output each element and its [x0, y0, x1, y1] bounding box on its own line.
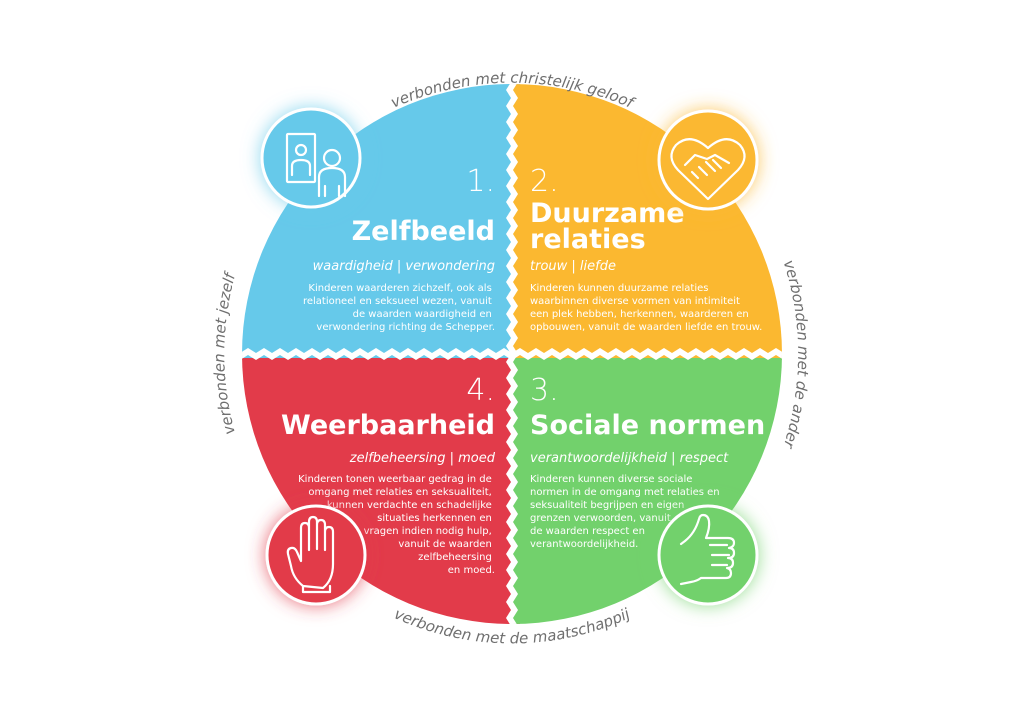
quadrant-2-title-line-1: Duurzame — [530, 198, 685, 229]
ring-label-right: verbonden met de ander — [779, 258, 812, 452]
quadrant-1-description: Kinderen waarderen zichzelf, ook als rel… — [303, 283, 495, 333]
quadrant-2-content: 2. Duurzame relaties trouw | liefde Kind… — [530, 164, 762, 333]
quadrant-2-description: Kinderen kunnen duurzame relaties waarbi… — [530, 283, 762, 333]
quadrant-1-number: 1. — [466, 164, 495, 199]
quadrant-1-subtitle: waardigheid | verwondering — [313, 259, 495, 274]
quadrant-3-title: Sociale normen — [530, 410, 765, 441]
quadrant-4-title: Weerbaarheid — [281, 410, 495, 441]
quadrant-4-description: Kinderen tonen weerbaar gedrag in de omg… — [298, 474, 495, 576]
quadrant-3-description: Kinderen kunnen diverse sociale normen i… — [530, 474, 723, 550]
quadrant-1-title: Zelfbeeld — [352, 216, 495, 247]
thumbs-up-icon — [657, 504, 759, 606]
quadrant-3-subtitle: verantwoordelijkheid | respect — [530, 451, 729, 466]
stop-hand-icon — [265, 504, 367, 606]
quadrant-2-number: 2. — [530, 164, 559, 199]
quadrant-4-subtitle: zelfbeheersing | moed — [349, 451, 496, 466]
heart-handshake-icon — [657, 109, 759, 211]
quadrant-2-subtitle: trouw | liefde — [530, 259, 616, 274]
mirror-person-icon — [260, 107, 362, 209]
quadrant-3-content: 3. Sociale normen verantwoordelijkheid |… — [530, 373, 765, 550]
vertical-zigzag-divider — [506, 84, 518, 624]
ring-label-left: verbonden met jezelf — [210, 269, 239, 437]
quadrant-1-content: 1. Zelfbeeld waardigheid | verwondering … — [303, 164, 495, 333]
quadrant-4-content: 4. Weerbaarheid zelfbeheersing | moed Ki… — [281, 373, 496, 576]
quadrant-4-number: 4. — [466, 373, 495, 408]
quadrant-2-title-line-2: relaties — [530, 224, 646, 255]
quadrant-3-number: 3. — [530, 373, 559, 408]
